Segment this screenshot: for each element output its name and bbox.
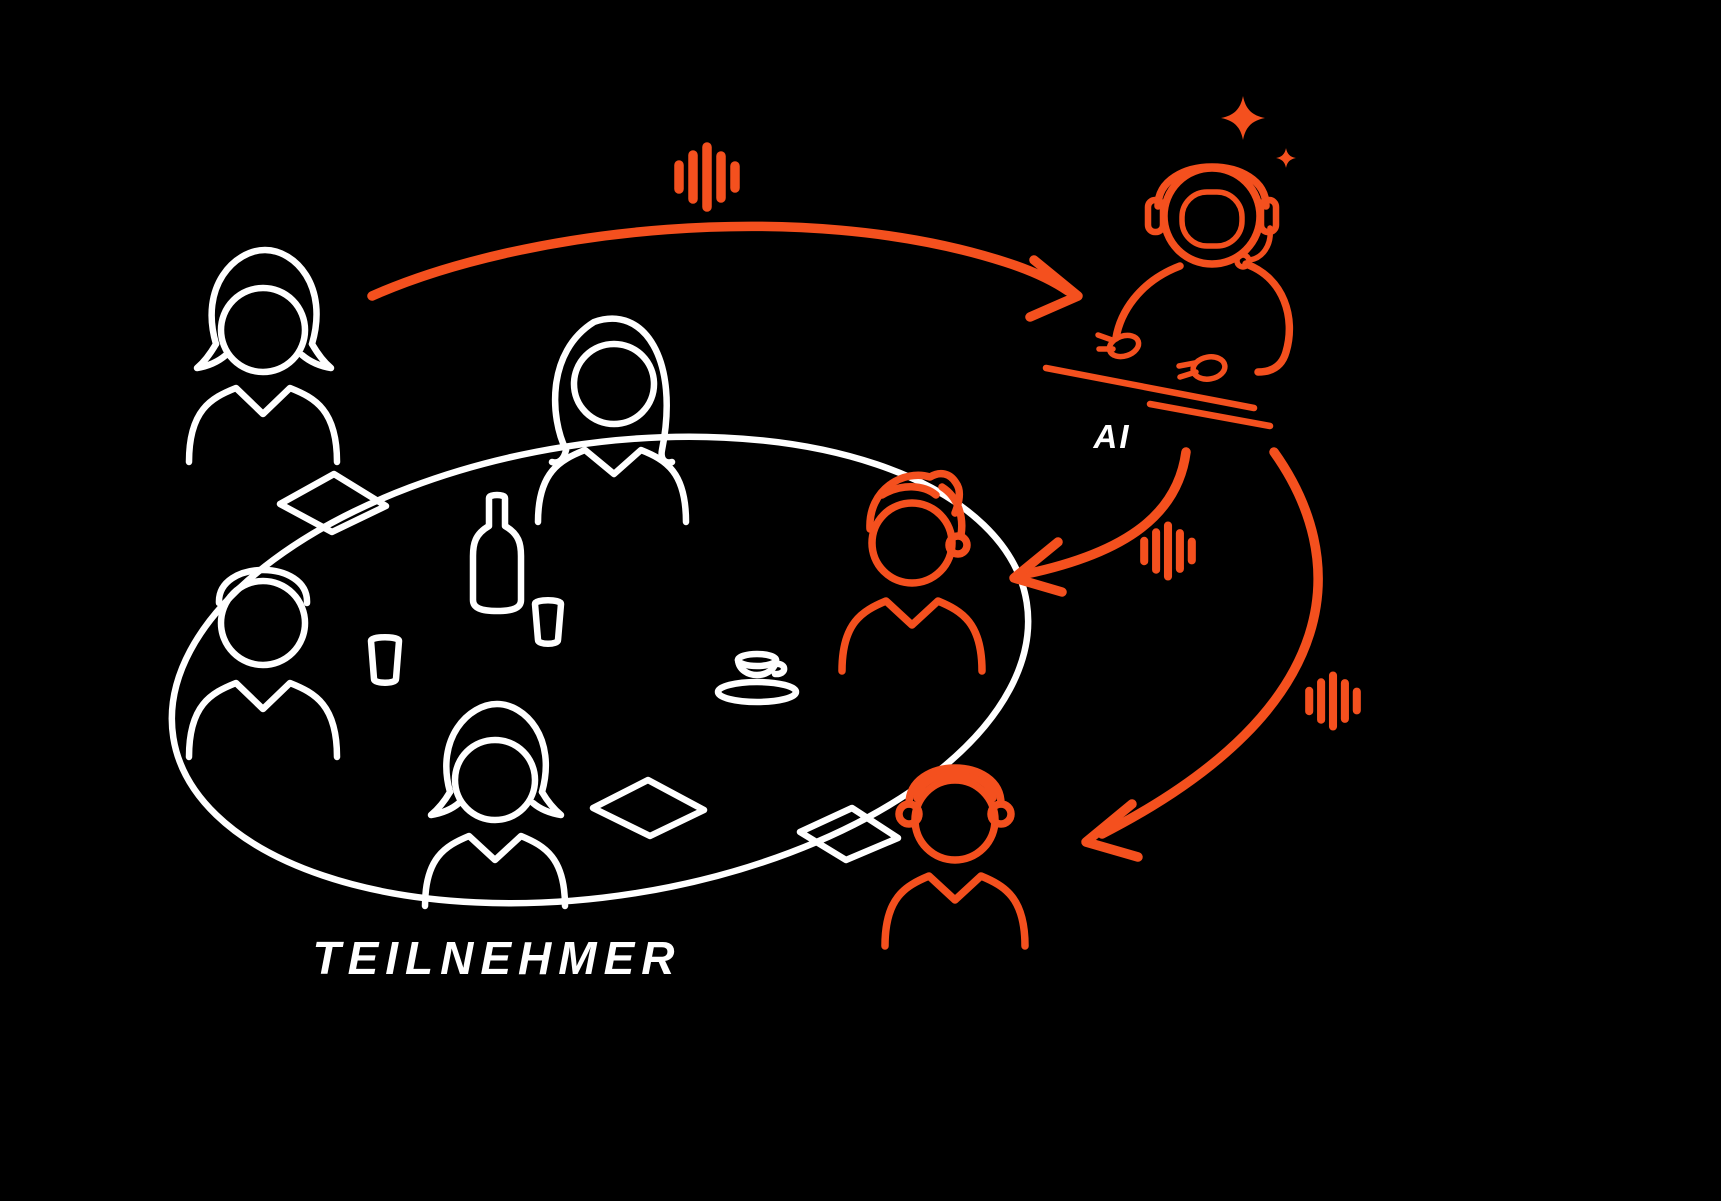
shoulders xyxy=(838,597,986,675)
mic-boom-icon xyxy=(1247,225,1273,263)
glass-2 xyxy=(367,634,403,686)
face xyxy=(911,776,999,864)
ai-hand-left xyxy=(1095,332,1142,360)
earpiece-icon xyxy=(945,532,971,558)
table-paper-3 xyxy=(796,804,902,864)
ai-desk xyxy=(1042,364,1274,430)
mic-tip-icon xyxy=(1234,252,1252,270)
desk-edge-bottom xyxy=(1146,400,1274,430)
hair-flick-left xyxy=(193,340,230,372)
participant-man-headset-orange xyxy=(838,469,986,675)
face xyxy=(570,340,658,428)
face xyxy=(868,499,956,587)
headphones-band xyxy=(905,764,1005,808)
sound-wave-icon-2 xyxy=(1140,521,1196,581)
glass-1 xyxy=(531,597,565,647)
table-paper-1 xyxy=(276,470,390,536)
hair-flick-left xyxy=(427,788,463,819)
face xyxy=(451,736,539,824)
arrow-head xyxy=(1081,799,1143,862)
participant-woman-long-hair xyxy=(534,315,690,526)
participant-woman-bottom xyxy=(421,700,569,910)
arrow-ai-to-participant xyxy=(1009,447,1191,597)
hair xyxy=(913,770,997,802)
headphone-cup-right xyxy=(987,800,1015,828)
participant-headphones-orange xyxy=(881,764,1029,950)
ai-head xyxy=(1160,164,1264,268)
ai-torso-left xyxy=(1112,262,1184,342)
earpiece-band xyxy=(938,483,966,539)
face xyxy=(217,284,309,376)
shoulders xyxy=(534,446,690,526)
ai-label: AI xyxy=(1093,418,1131,455)
shoulders xyxy=(881,872,1029,950)
hair xyxy=(443,700,550,796)
participant-woman-top-left xyxy=(185,246,341,466)
sound-wave-icon-3 xyxy=(1305,671,1361,731)
ai-agent-figure xyxy=(1095,96,1296,382)
arrow-head xyxy=(1025,255,1083,322)
ai-hand-right xyxy=(1176,354,1228,382)
ai-face-visor xyxy=(1179,189,1245,249)
bottle xyxy=(469,491,525,615)
ai-torso-right xyxy=(1242,260,1293,376)
face xyxy=(217,577,309,669)
shoulders xyxy=(185,679,341,761)
sound-wave-icon-1 xyxy=(674,142,740,212)
sparkle-icon-large xyxy=(1221,96,1265,140)
arrow-shaft xyxy=(367,221,1073,301)
headset-cup-left xyxy=(1144,196,1167,236)
arrow-shaft xyxy=(1097,447,1323,839)
desk-edge-top xyxy=(1042,364,1258,412)
headphone-cup-left xyxy=(895,800,923,828)
coffee-cup xyxy=(714,650,800,706)
shoulders xyxy=(185,384,341,466)
participants-label: TEILNEHMER xyxy=(313,932,682,984)
hair xyxy=(208,246,320,348)
hair xyxy=(215,566,311,607)
arrow-participants-to-ai xyxy=(367,221,1083,322)
shoulders xyxy=(421,832,569,910)
hair-swoosh xyxy=(878,483,940,499)
headset-icon xyxy=(1154,163,1270,210)
arrow-ai-to-listener xyxy=(1081,447,1323,862)
sparkle-icon-small xyxy=(1276,148,1296,168)
hair-flick-right xyxy=(529,788,565,819)
table-paper-2 xyxy=(589,776,708,840)
arrow-shaft xyxy=(1021,447,1191,579)
hair-flick-right xyxy=(298,340,335,372)
hair xyxy=(551,315,676,466)
arrow-head xyxy=(1009,537,1067,597)
participant-man-left xyxy=(185,566,341,761)
